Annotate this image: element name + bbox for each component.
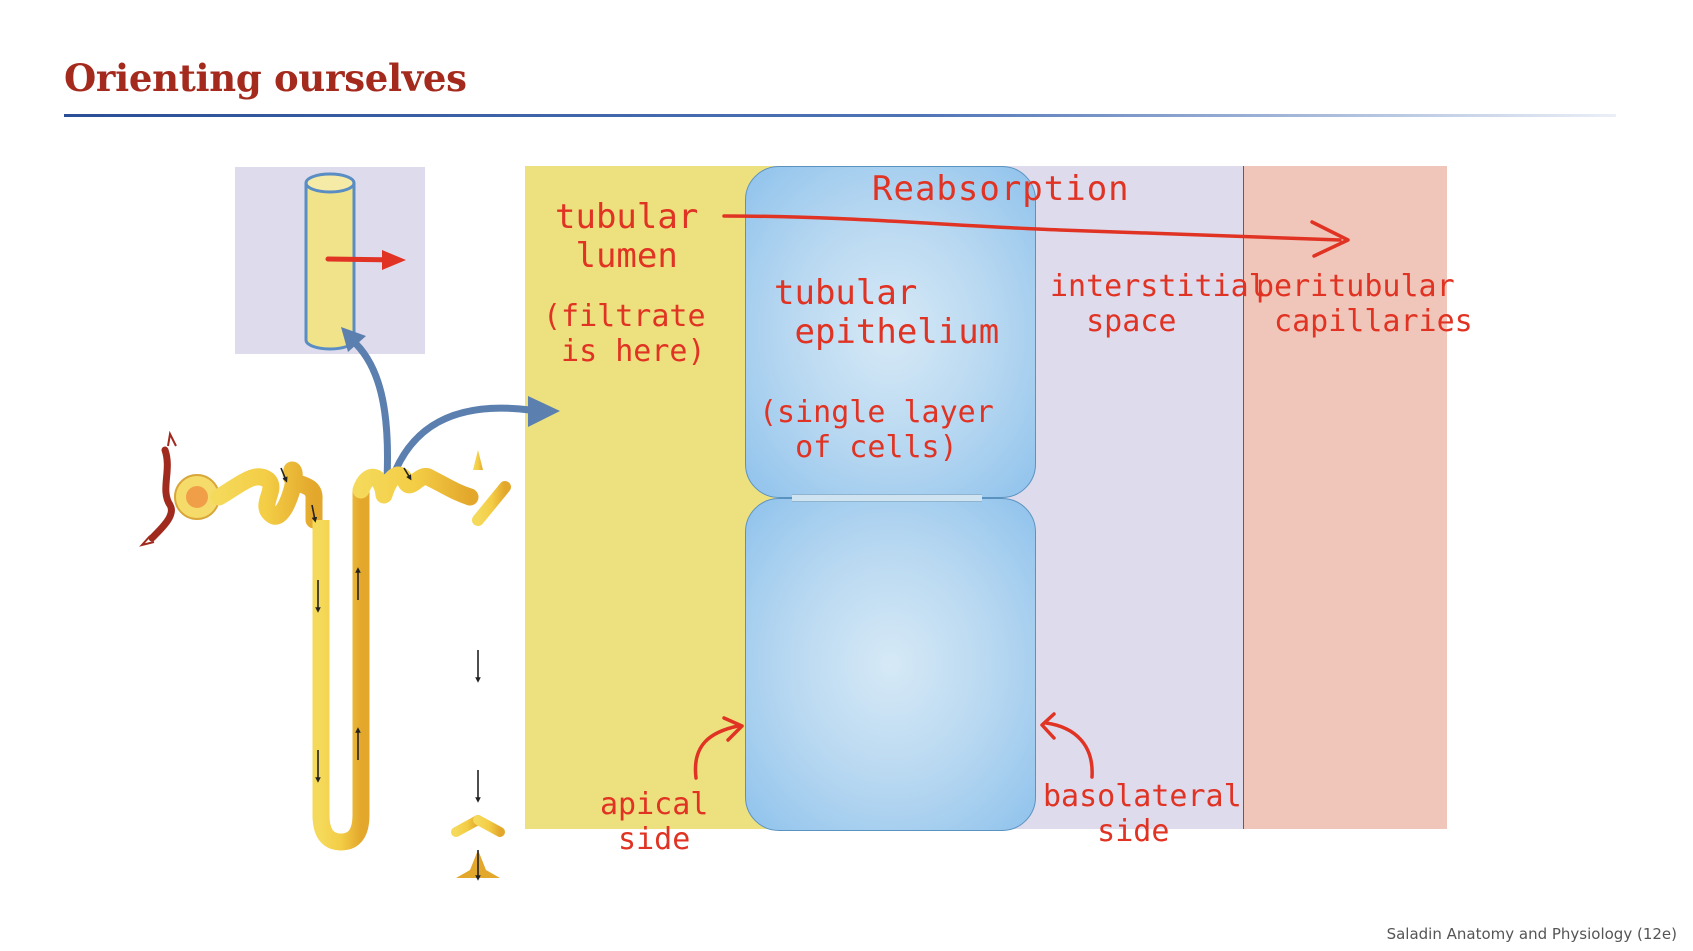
inset-flow-arrow-icon bbox=[325, 250, 406, 270]
callout-to-inset-icon bbox=[341, 327, 391, 480]
basolateral-pointer-icon bbox=[1040, 712, 1094, 779]
label-apical-side: apical side bbox=[600, 787, 709, 857]
label-reabsorption: Reabsorption bbox=[872, 169, 1130, 209]
peritubular-capillary-zone bbox=[1243, 166, 1447, 829]
slide-title: Orienting ourselves bbox=[64, 56, 467, 100]
epithelial-cell-lower bbox=[745, 498, 1036, 831]
apical-pointer-icon bbox=[693, 716, 744, 780]
nephron-illustration bbox=[139, 430, 511, 881]
label-basolateral-side: basolateral side bbox=[1043, 779, 1242, 849]
source-credit: Saladin Anatomy and Physiology (12e) bbox=[1386, 925, 1677, 943]
title-rule bbox=[64, 114, 1616, 117]
reabsorption-arrow-icon bbox=[722, 214, 1350, 258]
label-tubular-lumen: tubular lumen bbox=[555, 197, 699, 277]
label-single-layer-note: (single layer of cells) bbox=[759, 395, 994, 465]
label-peritubular-capillaries: peritubular capillaries bbox=[1256, 269, 1473, 339]
cell-junction bbox=[792, 494, 982, 502]
callout-to-detail-icon bbox=[388, 396, 560, 481]
label-interstitial-space: interstitial space bbox=[1050, 269, 1267, 339]
label-filtrate-note: (filtrate is here) bbox=[543, 299, 706, 369]
label-tubular-epithelium: tubular epithelium bbox=[774, 273, 1000, 353]
tubular-lumen-zone bbox=[525, 166, 775, 829]
tubule-cylinder-icon bbox=[304, 172, 356, 351]
